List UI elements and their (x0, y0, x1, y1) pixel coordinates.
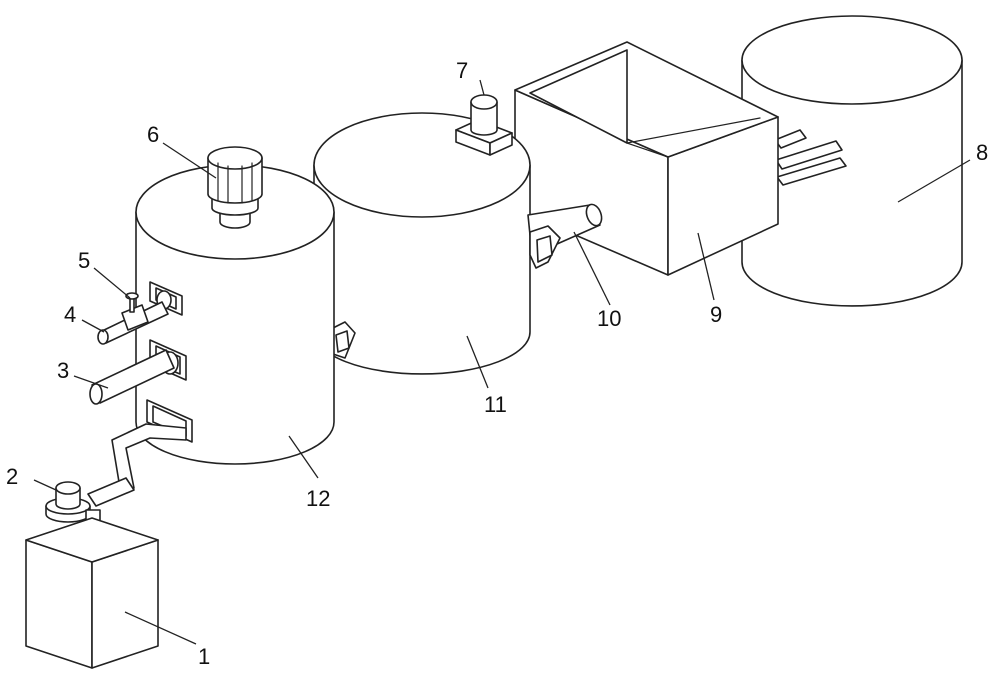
label-11: 11 (484, 392, 507, 417)
motor-6 (207, 146, 263, 229)
tank-8 (741, 15, 963, 307)
box-1 (25, 517, 159, 669)
leader-lines (33, 79, 971, 645)
label-1: 1 (198, 644, 210, 669)
label-3: 3 (57, 358, 69, 383)
label-12: 12 (306, 486, 330, 511)
motor-7 (455, 94, 513, 156)
pipe-3 (89, 349, 175, 405)
label-8: 8 (976, 140, 988, 165)
label-4: 4 (64, 302, 76, 327)
label-7: 7 (456, 58, 468, 83)
connecting-pipes-9-8 (774, 129, 847, 186)
label-2: 2 (6, 464, 18, 489)
label-6: 6 (147, 122, 159, 147)
label-5: 5 (78, 248, 90, 273)
label-9: 9 (710, 302, 722, 327)
feed-pipe (87, 423, 187, 507)
part-labels: 1 2 3 4 5 6 7 8 9 10 11 12 (6, 58, 988, 669)
tank-11 (313, 112, 531, 375)
label-10: 10 (597, 306, 621, 331)
conveyor-10 (527, 203, 603, 269)
